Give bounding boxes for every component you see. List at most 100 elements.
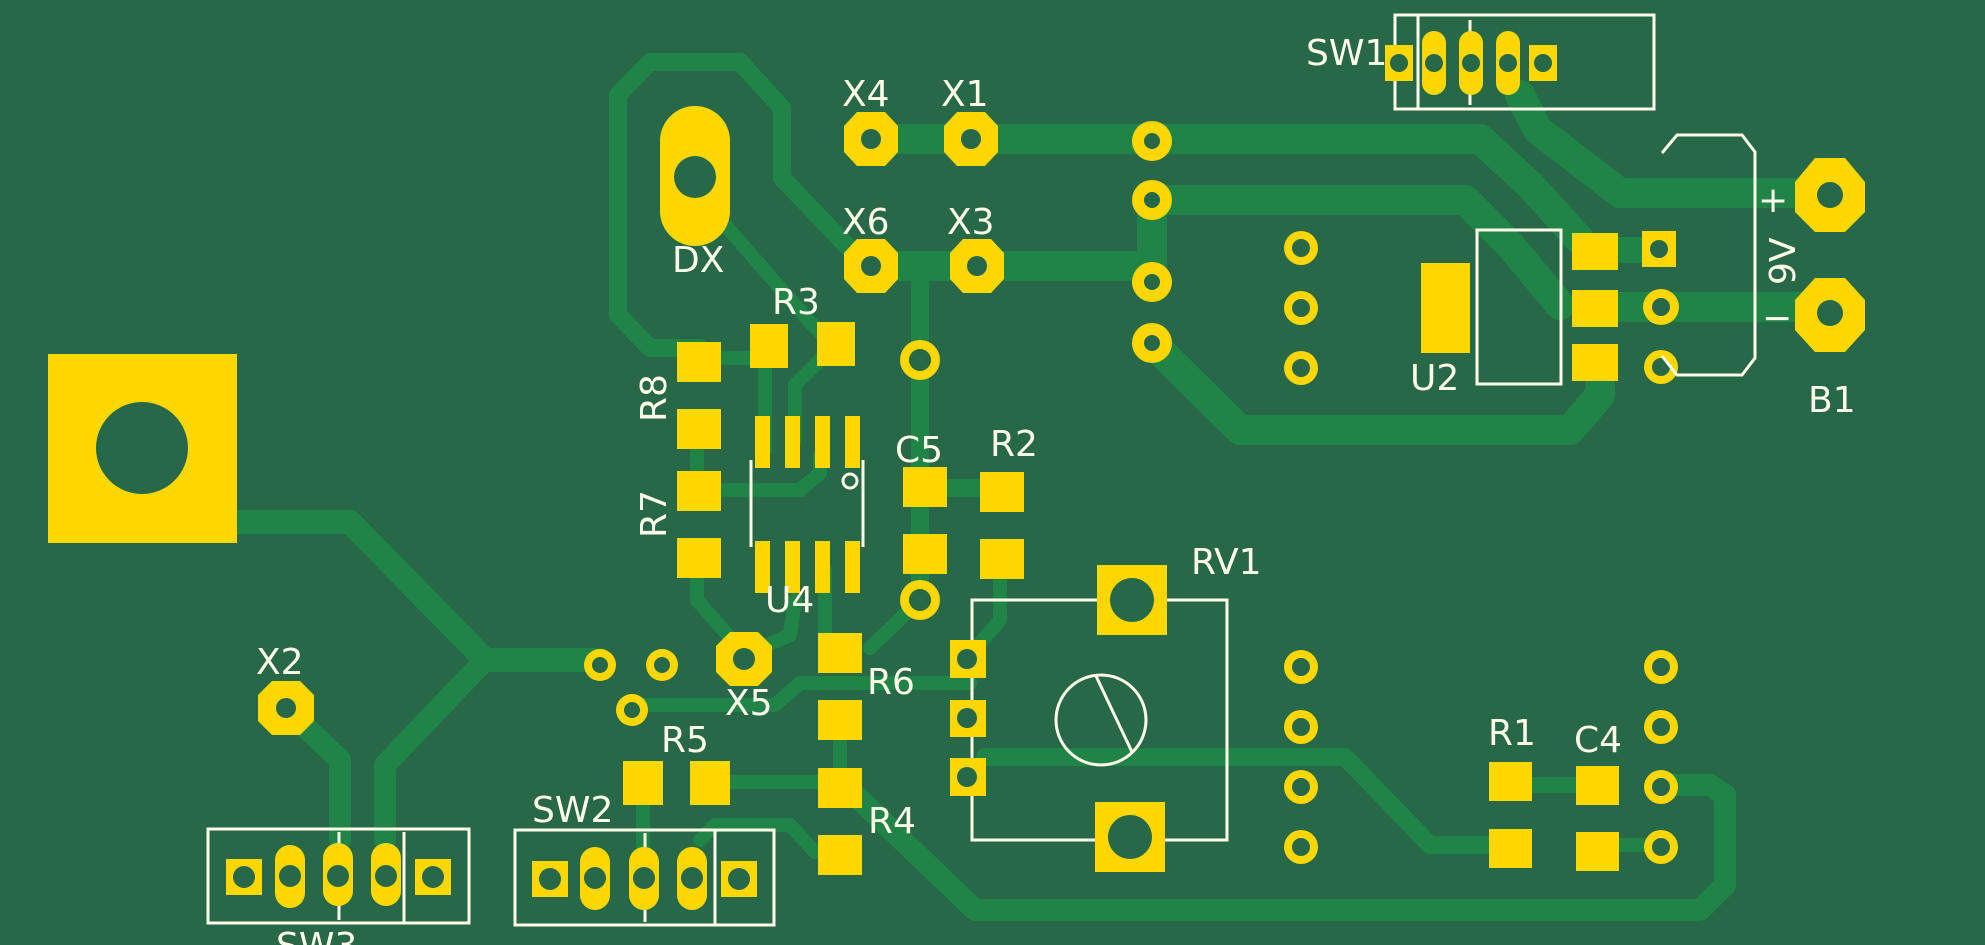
component-sw2[interactable]: SW2 bbox=[513, 790, 776, 927]
r4-pad-1[interactable] bbox=[818, 768, 862, 808]
component-u2[interactable]: U2 bbox=[1410, 228, 1618, 399]
component-sw3[interactable]: SW3 bbox=[206, 827, 471, 945]
header-pin[interactable] bbox=[1284, 830, 1318, 864]
u4-pin-1[interactable] bbox=[755, 416, 770, 468]
r8-pad-1[interactable] bbox=[677, 342, 721, 382]
component-r4[interactable]: R4 bbox=[818, 768, 916, 875]
testpoint-x1[interactable]: X1 bbox=[941, 74, 998, 166]
label-r6: R6 bbox=[867, 662, 915, 703]
u2-pin-1[interactable] bbox=[1572, 233, 1618, 270]
trace-via-rv1 bbox=[625, 676, 977, 712]
header-pin[interactable] bbox=[1284, 710, 1318, 744]
testpoint-x2[interactable]: X2 bbox=[256, 642, 314, 735]
label-b1: B1 bbox=[1808, 380, 1856, 421]
r3-pad-2[interactable] bbox=[817, 322, 855, 366]
r2-pad-1[interactable] bbox=[980, 472, 1024, 512]
trace-sw1-b1 bbox=[1505, 80, 1845, 208]
r7-pad-2[interactable] bbox=[677, 538, 721, 578]
sw3-drill-2 bbox=[279, 865, 301, 887]
component-r3[interactable]: R3 bbox=[750, 282, 855, 368]
testpoint-x4[interactable]: X4 bbox=[842, 74, 898, 166]
component-r1[interactable]: R1 bbox=[1488, 713, 1536, 868]
via bbox=[1132, 323, 1172, 363]
label-r3: R3 bbox=[772, 282, 820, 323]
trace-rv1-r1 bbox=[976, 748, 1509, 854]
r7-pad-1[interactable] bbox=[677, 471, 721, 511]
sw1-drill-2 bbox=[1425, 54, 1443, 72]
via bbox=[1132, 262, 1172, 302]
pin-header-mid bbox=[1284, 650, 1318, 864]
component-u4[interactable]: U4 bbox=[749, 416, 865, 621]
u4-pin-7[interactable] bbox=[785, 541, 800, 593]
u4-pin-6[interactable] bbox=[815, 541, 830, 593]
r8-pad-2[interactable] bbox=[677, 409, 721, 449]
label-r8: R8 bbox=[634, 374, 675, 422]
trace-regulator-loop bbox=[1137, 328, 1615, 445]
header-pin[interactable] bbox=[1644, 650, 1678, 684]
x2-drill bbox=[276, 698, 296, 718]
label-r5: R5 bbox=[661, 720, 709, 761]
u2-pin-2[interactable] bbox=[1572, 290, 1618, 327]
header-pin[interactable] bbox=[1644, 770, 1678, 804]
header-pin[interactable] bbox=[1642, 231, 1676, 267]
r3-pad-1[interactable] bbox=[750, 324, 788, 368]
component-r5[interactable]: R5 bbox=[623, 720, 730, 805]
component-rv1[interactable]: RV1 bbox=[950, 542, 1262, 872]
component-c5[interactable]: C5 bbox=[895, 430, 947, 574]
u4-pin-4[interactable] bbox=[845, 416, 860, 468]
c5-pad-2[interactable] bbox=[903, 534, 947, 574]
r6-pad-1[interactable] bbox=[818, 633, 862, 673]
label-x3: X3 bbox=[947, 202, 995, 243]
r2-pad-2[interactable] bbox=[980, 539, 1024, 579]
u4-pin-5[interactable] bbox=[845, 541, 860, 593]
c4-pad-2[interactable] bbox=[1576, 832, 1619, 871]
header-pin[interactable] bbox=[1284, 291, 1318, 325]
header-pin[interactable] bbox=[1644, 350, 1678, 384]
header-pin[interactable] bbox=[1284, 770, 1318, 804]
label-x1: X1 bbox=[941, 74, 989, 115]
mounting-pad[interactable] bbox=[48, 354, 237, 543]
trace-second-rail bbox=[1137, 185, 1575, 320]
component-r8[interactable]: R8 bbox=[634, 342, 721, 449]
via bbox=[1132, 180, 1172, 220]
sw3-drill-1 bbox=[233, 866, 255, 888]
sw3-drill-4 bbox=[375, 865, 397, 887]
u4-pin-2[interactable] bbox=[785, 416, 800, 468]
label-c5: C5 bbox=[895, 430, 943, 471]
c5-pad-1[interactable] bbox=[903, 467, 947, 507]
component-r2[interactable]: R2 bbox=[980, 424, 1038, 579]
r1-pad-2[interactable] bbox=[1489, 829, 1532, 868]
u2-pin-3[interactable] bbox=[1572, 344, 1618, 381]
component-sw1[interactable]: SW1 bbox=[1306, 13, 1656, 111]
testpoint-x6[interactable]: X6 bbox=[842, 202, 898, 293]
u2-tab-pad[interactable] bbox=[1421, 263, 1470, 353]
label-x6: X6 bbox=[842, 202, 890, 243]
component-b1[interactable]: + − 9V B1 bbox=[1660, 133, 1865, 421]
testpoint-x5[interactable]: X5 bbox=[716, 632, 773, 724]
header-pin[interactable] bbox=[1644, 830, 1678, 864]
sw2-drill-5 bbox=[728, 868, 750, 890]
header-pin[interactable] bbox=[1643, 289, 1679, 325]
sw3-drill-5 bbox=[422, 866, 444, 888]
r6-pad-2[interactable] bbox=[818, 700, 862, 740]
component-r6[interactable]: R6 bbox=[818, 633, 915, 740]
sw2-drill-3 bbox=[633, 867, 655, 889]
r4-pad-2[interactable] bbox=[818, 835, 862, 875]
header-pin[interactable] bbox=[1284, 650, 1318, 684]
testpoint-x3[interactable]: X3 bbox=[947, 202, 1004, 293]
r5-pad-2[interactable] bbox=[690, 761, 730, 805]
c4-pad-1[interactable] bbox=[1576, 766, 1619, 805]
header-pin[interactable] bbox=[1644, 710, 1678, 744]
label-r7: R7 bbox=[634, 490, 675, 538]
r1-pad-1[interactable] bbox=[1489, 762, 1532, 801]
sw2-drill-4 bbox=[681, 867, 703, 889]
header-pin[interactable] bbox=[1284, 351, 1318, 385]
u4-pin-8[interactable] bbox=[755, 541, 770, 593]
r5-pad-1[interactable] bbox=[623, 761, 663, 805]
component-dx[interactable]: DX bbox=[660, 106, 730, 281]
u4-pin-3[interactable] bbox=[815, 416, 830, 468]
header-pin[interactable] bbox=[1284, 231, 1318, 265]
component-c4[interactable]: C4 bbox=[1574, 720, 1622, 871]
component-r7[interactable]: R7 bbox=[634, 471, 721, 578]
